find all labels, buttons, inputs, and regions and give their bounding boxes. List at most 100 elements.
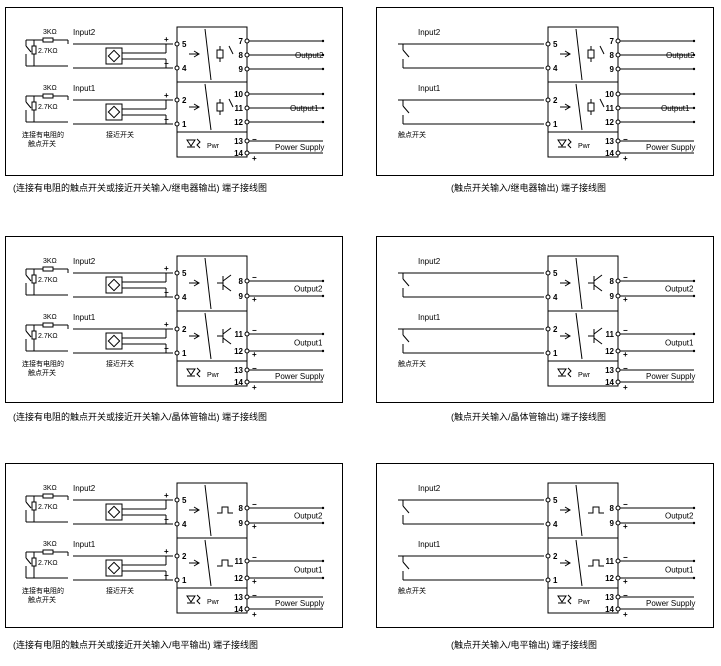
polarity-minus: − <box>623 326 628 335</box>
input1-label: Input1 <box>418 313 441 322</box>
terminal-number: 5 <box>553 40 558 49</box>
polarity-plus: + <box>164 491 169 500</box>
resistor-27k-label: 2.7KΩ <box>38 277 58 284</box>
terminal-number: 12 <box>234 347 243 356</box>
panel-caption: (触点开关输入/继电器输出) 端子接线图 <box>451 182 606 193</box>
wire-end <box>321 39 325 43</box>
output1-label: Output1 <box>294 566 323 575</box>
terminal <box>545 65 551 71</box>
wire-end <box>321 120 325 124</box>
sensor-diamond-icon <box>107 49 121 63</box>
switch-blade-icon <box>25 101 32 109</box>
led-icon <box>186 595 196 603</box>
switch-blade-icon <box>25 330 32 338</box>
level-pulse-icon <box>217 559 233 567</box>
polarity-minus: − <box>252 135 257 144</box>
input1-label: Input1 <box>418 84 441 93</box>
sensor-diamond-icon <box>107 278 121 292</box>
module-box: Pwr <box>547 26 619 158</box>
terminal-number: 10 <box>605 90 614 99</box>
terminal <box>244 278 250 284</box>
module-box: Pwr <box>176 482 248 614</box>
resistor-3k-icon <box>42 549 54 555</box>
wire-end <box>321 332 325 336</box>
polarity-plus: + <box>623 383 628 392</box>
terminal <box>615 66 621 72</box>
polarity-plus: + <box>252 350 257 359</box>
contact-resistor-caption: 连接有电阻的 <box>22 359 64 368</box>
relay-coil-icon <box>587 102 595 112</box>
terminal-number: 12 <box>234 574 243 583</box>
terminal-number: 2 <box>182 96 187 105</box>
wire-end <box>692 332 696 336</box>
polarity-plus: + <box>623 522 628 531</box>
terminal <box>244 38 250 44</box>
wiring-panel-6: Pwr5421891112−+−+Output2Output11314−+Pow… <box>376 463 714 628</box>
terminal-number: 8 <box>239 51 244 60</box>
polarity-plus: + <box>164 91 169 100</box>
polarity-minus: − <box>252 326 257 335</box>
polarity-minus: − <box>623 135 628 144</box>
panel-caption: (连接有电阻的触点开关或接近开关输入/继电器输出) 端子接线图 <box>13 182 267 193</box>
terminal-number: 1 <box>553 120 558 129</box>
terminal <box>545 497 551 503</box>
transistor-emitter <box>222 337 232 345</box>
terminal <box>244 138 250 144</box>
polarity-minus: − <box>623 591 628 600</box>
terminal <box>615 138 621 144</box>
input2-label: Input2 <box>73 257 96 266</box>
terminal-number: 4 <box>553 520 558 529</box>
terminal <box>244 505 250 511</box>
relay-coil-icon <box>587 49 595 59</box>
terminal <box>545 521 551 527</box>
resistor-3k-icon <box>42 266 54 272</box>
wire-end <box>692 521 696 525</box>
proximity-sensor-icon <box>105 103 123 121</box>
polarity-plus: + <box>252 383 257 392</box>
power-supply-label: Power Supply <box>275 143 324 152</box>
terminal-number: 13 <box>605 137 614 146</box>
terminal <box>174 270 180 276</box>
terminal <box>244 379 250 385</box>
transistor-emitter <box>593 284 603 292</box>
polarity-plus: + <box>623 295 628 304</box>
proximity-sensor-icon <box>105 503 123 521</box>
proximity-sensor-icon <box>105 332 123 350</box>
transistor-collector <box>222 327 232 335</box>
isolation-line <box>204 312 212 360</box>
polarity-plus: + <box>252 154 257 163</box>
resistor-3k-label: 3KΩ <box>43 85 57 92</box>
terminal-number: 14 <box>605 378 614 387</box>
resistor-27k-icon <box>31 330 37 340</box>
isolation-line <box>575 312 583 360</box>
polarity-plus: + <box>252 522 257 531</box>
terminal-number: 14 <box>605 605 614 614</box>
terminal-number: 5 <box>553 496 558 505</box>
output1-label: Output1 <box>661 104 690 113</box>
power-supply-label: Power Supply <box>646 143 695 152</box>
resistor-27k-label: 2.7KΩ <box>38 333 58 340</box>
polarity-plus: + <box>623 350 628 359</box>
terminal <box>244 119 250 125</box>
terminal <box>545 121 551 127</box>
isolation-line <box>575 257 583 310</box>
terminal <box>615 379 621 385</box>
terminal <box>244 558 250 564</box>
terminal <box>615 606 621 612</box>
resistor-27k-label: 2.7KΩ <box>38 560 58 567</box>
pwr-label: Pwr <box>578 143 591 150</box>
terminal-number: 12 <box>605 347 614 356</box>
led-ray-icon <box>567 138 572 149</box>
terminal <box>244 105 250 111</box>
panel-caption: (触点开关输入/晶体管输出) 端子接线图 <box>451 411 606 422</box>
wire-end <box>692 92 696 96</box>
sensor-diamond-icon <box>107 105 121 119</box>
terminal-number: 2 <box>553 552 558 561</box>
contact-switch-caption: 触点开关 <box>398 130 426 139</box>
wire-end <box>692 294 696 298</box>
terminal <box>174 97 180 103</box>
terminal <box>174 350 180 356</box>
relay-coil-icon <box>216 102 224 112</box>
module-outline <box>176 255 248 387</box>
terminal-number: 11 <box>606 104 615 113</box>
